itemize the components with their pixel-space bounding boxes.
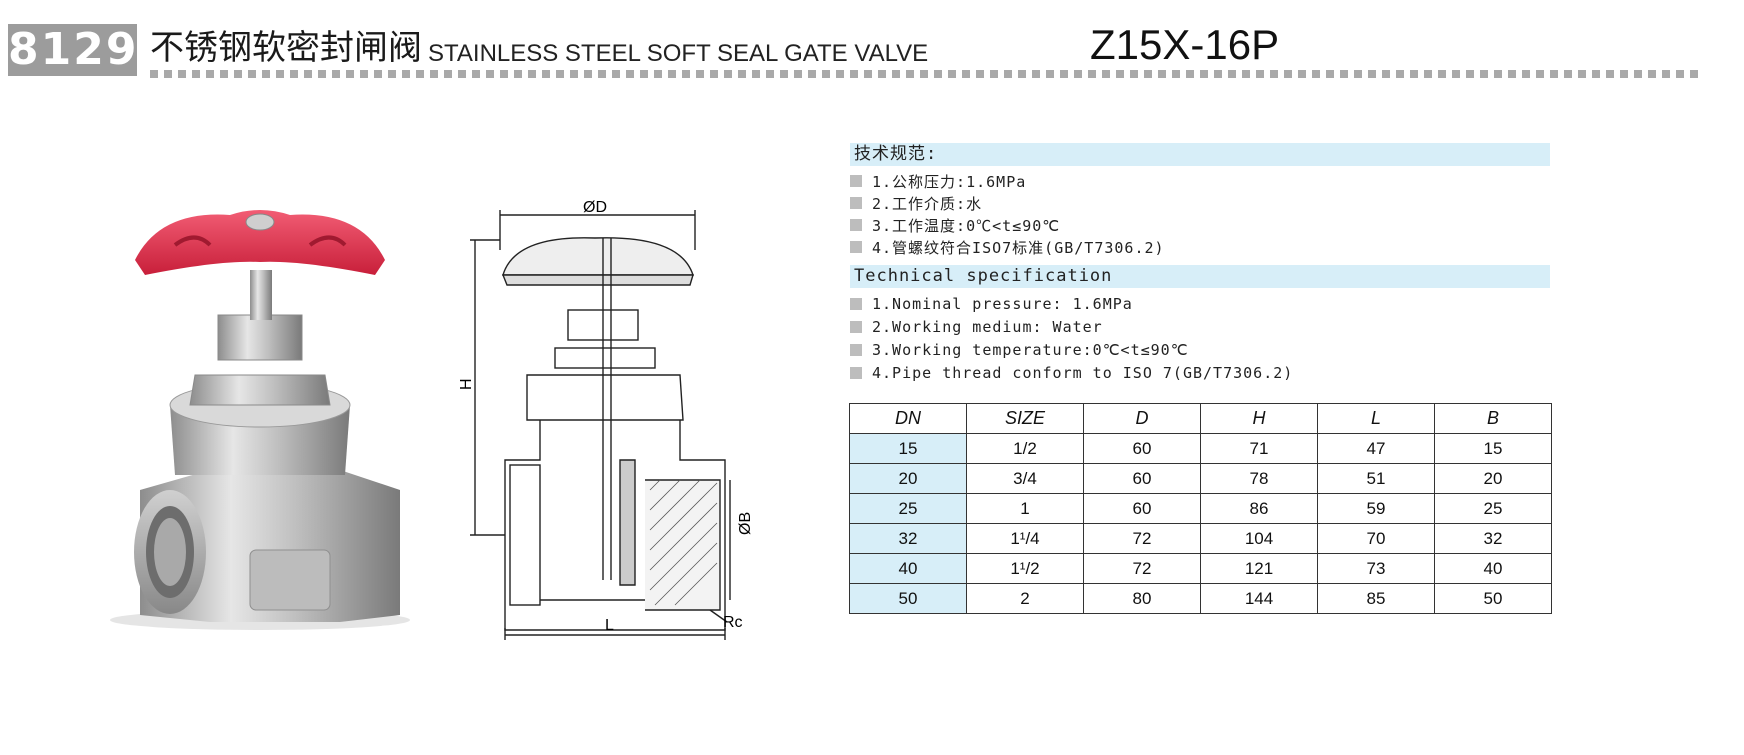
col-header-h: H — [1200, 403, 1318, 434]
spec-cn-item: 1.公称压力:1.6MPa — [850, 170, 1550, 192]
table-row: 40 1¹/2 72 121 73 40 — [849, 553, 1552, 584]
cell-h: 78 — [1200, 463, 1318, 494]
spec-en-item: 3.Working temperature:0℃<t≤90℃ — [850, 338, 1550, 361]
cell-b: 25 — [1434, 493, 1552, 524]
cell-b: 15 — [1434, 433, 1552, 464]
table-header-row: DN SIZE D H L B — [849, 403, 1552, 434]
spec-cn-item: 2.工作介质:水 — [850, 192, 1550, 214]
cell-d: 72 — [1083, 553, 1201, 584]
col-header-b: B — [1434, 403, 1552, 434]
bullet-square-icon — [850, 320, 862, 333]
dim-L-label: L — [605, 617, 614, 634]
col-header-l: L — [1317, 403, 1435, 434]
bullet-square-icon — [850, 366, 862, 379]
cell-h: 121 — [1200, 553, 1318, 584]
bullet-square-icon — [850, 297, 862, 310]
col-header-dn: DN — [849, 403, 967, 434]
cell-h: 104 — [1200, 523, 1318, 554]
cell-size: 1 — [966, 493, 1084, 524]
cell-d: 72 — [1083, 523, 1201, 554]
cell-size: 3/4 — [966, 463, 1084, 494]
cell-dn: 15 — [849, 433, 967, 464]
dotted-divider — [150, 70, 1700, 78]
spec-en-heading: Technical specification — [850, 265, 1550, 288]
spec-cn-item: 4.管螺纹符合ISO7标准(GB/T7306.2) — [850, 236, 1550, 258]
valve-photo — [110, 210, 410, 630]
bullet-square-icon — [850, 241, 862, 253]
table-row: 32 1¹/4 72 104 70 32 — [849, 523, 1552, 554]
table-row: 50 2 80 144 85 50 — [849, 583, 1552, 614]
product-title-en: STAINLESS STEEL SOFT SEAL GATE VALVE — [428, 40, 929, 67]
dim-D-label: ØD — [583, 199, 607, 216]
cell-d: 60 — [1083, 493, 1201, 524]
dim-Rc-label: Rc — [723, 614, 743, 631]
model-number: Z15X-16P — [1090, 21, 1280, 68]
cell-size: 1¹/4 — [966, 523, 1084, 554]
cell-b: 32 — [1434, 523, 1552, 554]
cell-l: 73 — [1317, 553, 1435, 584]
bullet-square-icon — [850, 197, 862, 209]
cell-h: 86 — [1200, 493, 1318, 524]
cell-b: 20 — [1434, 463, 1552, 494]
spec-cn-list: 1.公称压力:1.6MPa 2.工作介质:水 3.工作温度:0℃<t≤90℃ 4… — [850, 170, 1550, 258]
spec-en-item: 1.Nominal pressure: 1.6MPa — [850, 292, 1550, 315]
table-row: 20 3/4 60 78 51 20 — [849, 463, 1552, 494]
cell-d: 80 — [1083, 583, 1201, 614]
cell-b: 50 — [1434, 583, 1552, 614]
cell-dn: 20 — [849, 463, 967, 494]
cell-b: 40 — [1434, 553, 1552, 584]
dim-B-label: ØB — [737, 512, 754, 535]
bullet-square-icon — [850, 343, 862, 356]
cell-l: 85 — [1317, 583, 1435, 614]
spec-en-list: 1.Nominal pressure: 1.6MPa 2.Working med… — [850, 292, 1550, 384]
cell-d: 60 — [1083, 463, 1201, 494]
cell-l: 47 — [1317, 433, 1435, 464]
spec-en-item: 4.Pipe thread conform to ISO 7(GB/T7306.… — [850, 361, 1550, 384]
cell-d: 60 — [1083, 433, 1201, 464]
bullet-square-icon — [850, 175, 862, 187]
cell-l: 59 — [1317, 493, 1435, 524]
table-row: 25 1 60 86 59 25 — [849, 493, 1552, 524]
dimension-table: DN SIZE D H L B 15 1/2 60 71 47 15 20 3/… — [849, 403, 1552, 614]
col-header-d: D — [1083, 403, 1201, 434]
cell-dn: 40 — [849, 553, 967, 584]
cell-size: 2 — [966, 583, 1084, 614]
product-title-cn: 不锈钢软密封闸阀 — [150, 28, 422, 68]
spec-en-item: 2.Working medium: Water — [850, 315, 1550, 338]
cell-h: 144 — [1200, 583, 1318, 614]
cell-dn: 50 — [849, 583, 967, 614]
cell-l: 70 — [1317, 523, 1435, 554]
table-row: 15 1/2 60 71 47 15 — [849, 433, 1552, 464]
cell-h: 71 — [1200, 433, 1318, 464]
dim-H-label: H — [458, 378, 475, 390]
cell-size: 1/2 — [966, 433, 1084, 464]
valve-technical-drawing: ØD H ØB L Rc — [458, 199, 754, 640]
cell-dn: 25 — [849, 493, 967, 524]
cell-l: 51 — [1317, 463, 1435, 494]
cell-dn: 32 — [849, 523, 967, 554]
spec-cn-heading: 技术规范: — [850, 143, 1550, 166]
product-code-badge: 8129 — [8, 24, 139, 76]
bullet-square-icon — [850, 219, 862, 231]
cell-size: 1¹/2 — [966, 553, 1084, 584]
col-header-size: SIZE — [966, 403, 1084, 434]
spec-cn-item: 3.工作温度:0℃<t≤90℃ — [850, 214, 1550, 236]
